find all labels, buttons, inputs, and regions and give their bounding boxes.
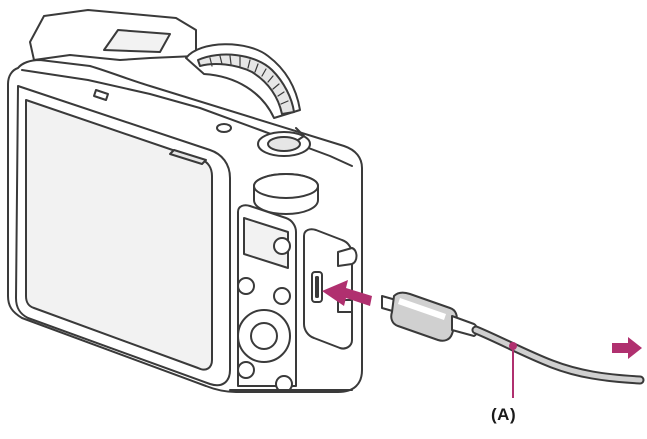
- lens-ring: [197, 53, 295, 115]
- usb-plug-highlight: [398, 298, 446, 320]
- terminal-cover-hinge: [337, 247, 358, 267]
- control-wheel: [237, 309, 291, 363]
- usb-cable: [381, 291, 645, 385]
- top-detail-slot: [169, 149, 207, 165]
- flash-window: [103, 29, 171, 53]
- usb-port: [311, 271, 323, 303]
- camera-top-edge: [21, 69, 353, 167]
- callout-dot: [509, 342, 517, 350]
- callout-label: (A): [491, 405, 517, 424]
- insert-arrow-icon: [322, 280, 372, 306]
- usb-cable-wire: [473, 327, 643, 383]
- direction-arrow-icon: [612, 337, 642, 359]
- shutter-button: [257, 127, 311, 157]
- mode-dial: [253, 173, 319, 215]
- rear-grip-detail: [243, 217, 289, 269]
- strap-lug: [93, 89, 109, 101]
- callout-a: [509, 342, 517, 398]
- rear-button-left-1: [237, 277, 255, 295]
- rear-button-top: [273, 237, 291, 255]
- usb-cable-wire-outline: [471, 325, 645, 385]
- camera-top-cover: [29, 9, 197, 61]
- rear-button-right-2: [275, 375, 293, 393]
- rear-button-left-2: [237, 361, 255, 379]
- camera-body: [7, 9, 363, 393]
- lens-ring-ribs: [209, 55, 289, 105]
- rear-button-right-1: [273, 287, 291, 305]
- lcd-screen: [25, 99, 213, 371]
- top-small-button: [216, 123, 232, 133]
